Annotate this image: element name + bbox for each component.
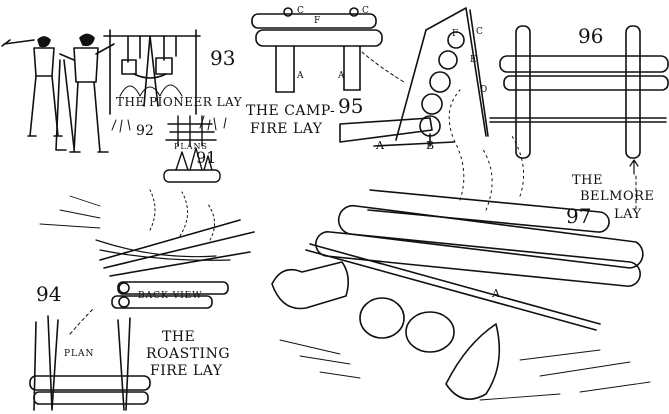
fig94-number: 94 — [36, 282, 62, 306]
fig95-letter-c3: C — [476, 27, 483, 37]
fig95-letter-f1: F — [314, 16, 321, 26]
fig96-number: 96 — [578, 24, 604, 48]
roasting-fire-lay-drawing — [29, 189, 255, 411]
fig95-letter-d: D — [480, 85, 488, 95]
camp-fire-lay-drawing — [251, 7, 489, 147]
fig93-caption: THE PIONEER LAY — [116, 95, 243, 109]
fig94-plan: PLAN — [64, 349, 95, 359]
fig95-number: 95 — [338, 94, 364, 118]
fig94-caption-line2: ROASTING — [146, 346, 231, 362]
pioneer-lay-drawing — [1, 29, 227, 153]
fig97-caption-line2: BELMORE — [580, 189, 655, 204]
fig95-letter-c1: C — [297, 6, 304, 16]
fig95-letter-a2: A — [338, 71, 345, 81]
fig93-number: 93 — [210, 46, 236, 70]
fig95-letter-b: B — [426, 139, 435, 152]
plans-logs-drawing — [165, 115, 217, 147]
fig95-letter-c2: C — [362, 6, 369, 16]
fig95-caption-line2: FIRE LAY — [250, 121, 323, 137]
fig95-letter-a1: A — [297, 71, 304, 81]
fig95-caption-line1: THE CAMP- — [246, 103, 336, 119]
fig97-caption-line1: THE — [572, 173, 603, 188]
fig97-caption-line3: LAY — [614, 207, 642, 222]
fig91-number: 91 — [196, 148, 217, 167]
small-fire-drawing — [163, 147, 221, 183]
fig97-number: 97 — [566, 204, 592, 228]
fig95-letter-f2: F — [452, 29, 459, 39]
fig92-number: 92 — [136, 123, 154, 139]
fig95-letter-a3: A — [376, 139, 384, 152]
fig94-caption-line3: FIRE LAY — [150, 363, 223, 379]
belmore-frame-drawing — [489, 25, 669, 175]
belmore-lay-drawing — [271, 89, 651, 401]
fig97-letter-a: A — [492, 287, 500, 300]
fig94-caption-line1: THE — [162, 329, 196, 345]
fig92-caption: PLANS — [174, 142, 208, 151]
fig95-letter-e: E — [470, 55, 477, 65]
fig94-back-view: BACK VIEW — [138, 291, 203, 301]
